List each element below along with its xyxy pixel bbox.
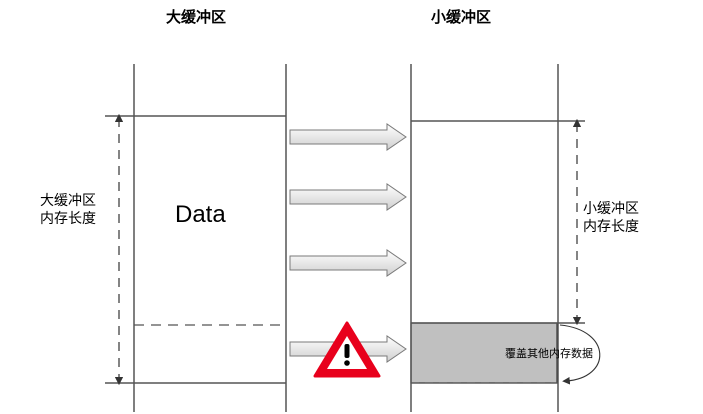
overflow-region — [410, 322, 558, 384]
warning-icon — [313, 321, 381, 378]
right-arrow-icon — [289, 123, 407, 151]
small-buffer — [410, 64, 601, 412]
right-arrow-icon — [289, 249, 407, 277]
large-buffer-title: 大缓冲区 — [166, 8, 227, 26]
small-buffer-length-label-line1: 小缓冲区 — [583, 201, 639, 217]
small-buffer-length-label-line2: 内存长度 — [583, 219, 639, 235]
small-buffer-length-label: 小缓冲区 内存长度 — [583, 200, 639, 236]
overwrite-curve-arrow — [559, 324, 601, 385]
overflow-note: 覆盖其他内存数据 — [505, 347, 593, 360]
small-buffer-title: 小缓冲区 — [431, 8, 492, 26]
right-arrow-icon — [289, 183, 407, 211]
large-buffer-length-label-line1: 大缓冲区 — [40, 193, 96, 209]
large-buffer — [105, 64, 287, 412]
data-label: Data — [175, 201, 226, 228]
large-buffer-length-label-line2: 内存长度 — [40, 211, 96, 227]
large-buffer-length-label: 大缓冲区 内存长度 — [40, 192, 96, 228]
